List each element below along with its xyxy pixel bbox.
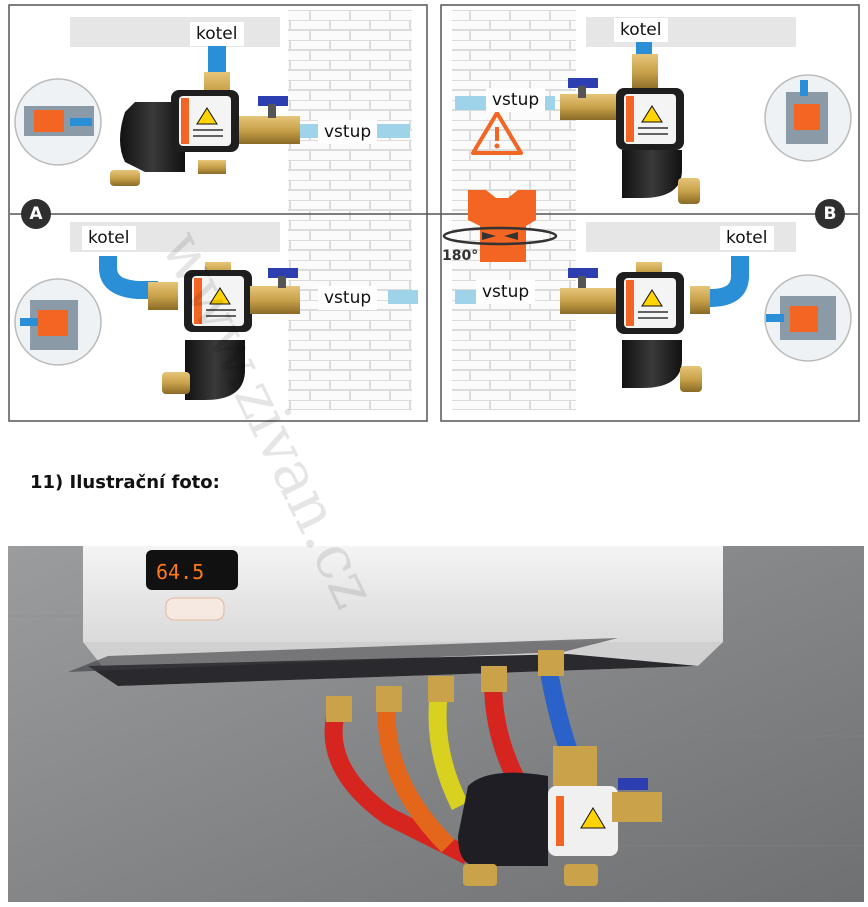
label-kotel-a-top: kotel [190,22,244,46]
label-vstup-b-bottom: vstup [476,280,536,304]
detail-circle-a-bottom [14,278,102,366]
wall-inlet-a2 [388,290,418,304]
detail-circle-b-bottom [764,274,852,362]
installation-diagram [8,4,860,422]
filter-a-top [110,44,300,186]
section-heading: 11) Ilustrační foto: [30,472,220,493]
detail-circle-a-top [14,78,102,166]
brick-wall-a [288,10,412,410]
illustration-photo: 64.5 [8,546,864,902]
photo-scene [8,546,864,902]
rotation-icon [442,190,558,262]
detail-circle-b-top [764,74,852,162]
rotation-label: 180° [442,248,479,264]
filter-a-bottom [99,256,300,400]
filter-b-bottom [560,256,749,392]
label-vstup-a-bottom: vstup [318,286,378,310]
badge-a: A [21,199,51,229]
label-kotel-b-bottom: kotel [720,226,774,250]
warning-icon [471,111,523,155]
badge-b: B [815,199,845,229]
filter-b-top [560,28,700,204]
label-kotel-b-top: kotel [614,18,668,42]
label-kotel-a-bottom: kotel [82,226,136,250]
label-vstup-b-top: vstup [486,88,546,112]
boiler-display-value: 64.5 [156,560,205,584]
label-vstup-a-top: vstup [318,120,378,144]
